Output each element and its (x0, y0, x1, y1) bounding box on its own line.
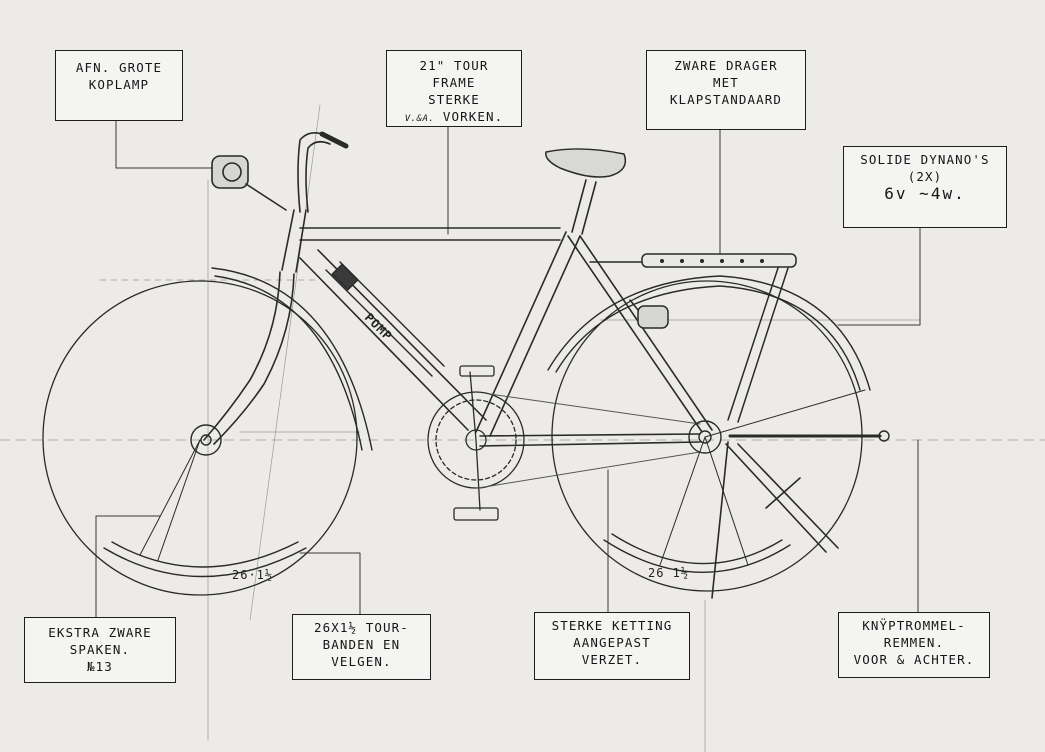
label-spokes-line-2: SPAKEN. (69, 642, 131, 657)
front-fender (103, 267, 373, 578)
label-dynamo: SOLIDE DYNANO'S (2x) 6v ~4w. (843, 146, 1007, 228)
label-dynamo-line-2: (2x) (907, 169, 943, 184)
label-frame-line-4: V.&A. VORKEN. (393, 108, 515, 128)
label-spokes-line-1: EKSTRA ZWARE (48, 625, 152, 640)
label-headlamp-line-2: KOPLAMP (88, 77, 150, 92)
label-tires-line-2: BANDEN EN (322, 637, 401, 652)
label-chain: STERKE KETTING AANGEPAST VERZET. (534, 612, 690, 680)
dynamo (629, 299, 669, 329)
label-frame: 21" TOUR FRAME STERKE V.&A. VORKEN. (386, 50, 522, 127)
rear-rim-size: 26 1½ (648, 566, 690, 580)
rear-fender (547, 275, 871, 573)
label-headlamp: AFN. GROTE KOPLAMP (55, 50, 183, 121)
chain (477, 393, 701, 489)
saddle (545, 148, 627, 178)
label-tires-line-3: VELGEN. (331, 654, 392, 669)
label-dynamo-spec: 6v ~4w. (884, 184, 966, 203)
headlamp (211, 155, 287, 211)
label-brakes-line-3: VOOR & ACHTER. (853, 652, 975, 667)
label-headlamp-line-1: AFN. GROTE (75, 60, 163, 75)
label-chain-line-1: STERKE KETTING (551, 618, 673, 633)
carrier-holes (660, 259, 764, 263)
label-frame-line-2: FRAME (432, 75, 476, 90)
label-spokes: EKSTRA ZWARE SPAKEN. №13 (24, 617, 176, 683)
spokes (139, 389, 866, 566)
leader-lines (95, 119, 921, 618)
label-carrier: ZWARE DRAGER MET KLAPSTANDAARD (646, 50, 806, 130)
rear-carrier (589, 253, 797, 423)
label-chain-line-3: VERZET. (581, 652, 643, 667)
label-tires-line-1: 26x1½ TOUR- (314, 620, 409, 635)
label-frame-small: V.&A. (404, 114, 435, 124)
label-dynamo-line-1: SOLIDE DYNANO'S (860, 152, 990, 167)
label-brakes: KNŸPTROMMEL- REMMEN. VOOR & ACHTER. (838, 612, 990, 678)
chainring (427, 365, 525, 521)
hubs (190, 420, 890, 456)
frame (203, 131, 713, 447)
label-carrier-line-2: MET (713, 75, 739, 90)
label-brakes-line-2: REMMEN. (883, 635, 945, 650)
label-frame-line-1: 21" TOUR (419, 58, 489, 73)
pump (325, 261, 445, 377)
label-frame-line-3: STERKE (428, 92, 480, 107)
label-chain-line-2: AANGEPAST (573, 635, 651, 650)
front-rim-size: 26·1½ (232, 568, 274, 582)
label-carrier-line-3: KLAPSTANDAARD (669, 92, 783, 107)
label-carrier-line-1: ZWARE DRAGER (674, 58, 778, 73)
kickstand (711, 441, 839, 599)
wheels (42, 280, 863, 596)
label-brakes-line-1: KNŸPTROMMEL- (862, 618, 966, 633)
label-frame-tail: VORKEN. (442, 109, 504, 124)
label-spokes-number: №13 (87, 659, 113, 674)
label-tires: 26x1½ TOUR- BANDEN EN VELGEN. (292, 614, 431, 680)
